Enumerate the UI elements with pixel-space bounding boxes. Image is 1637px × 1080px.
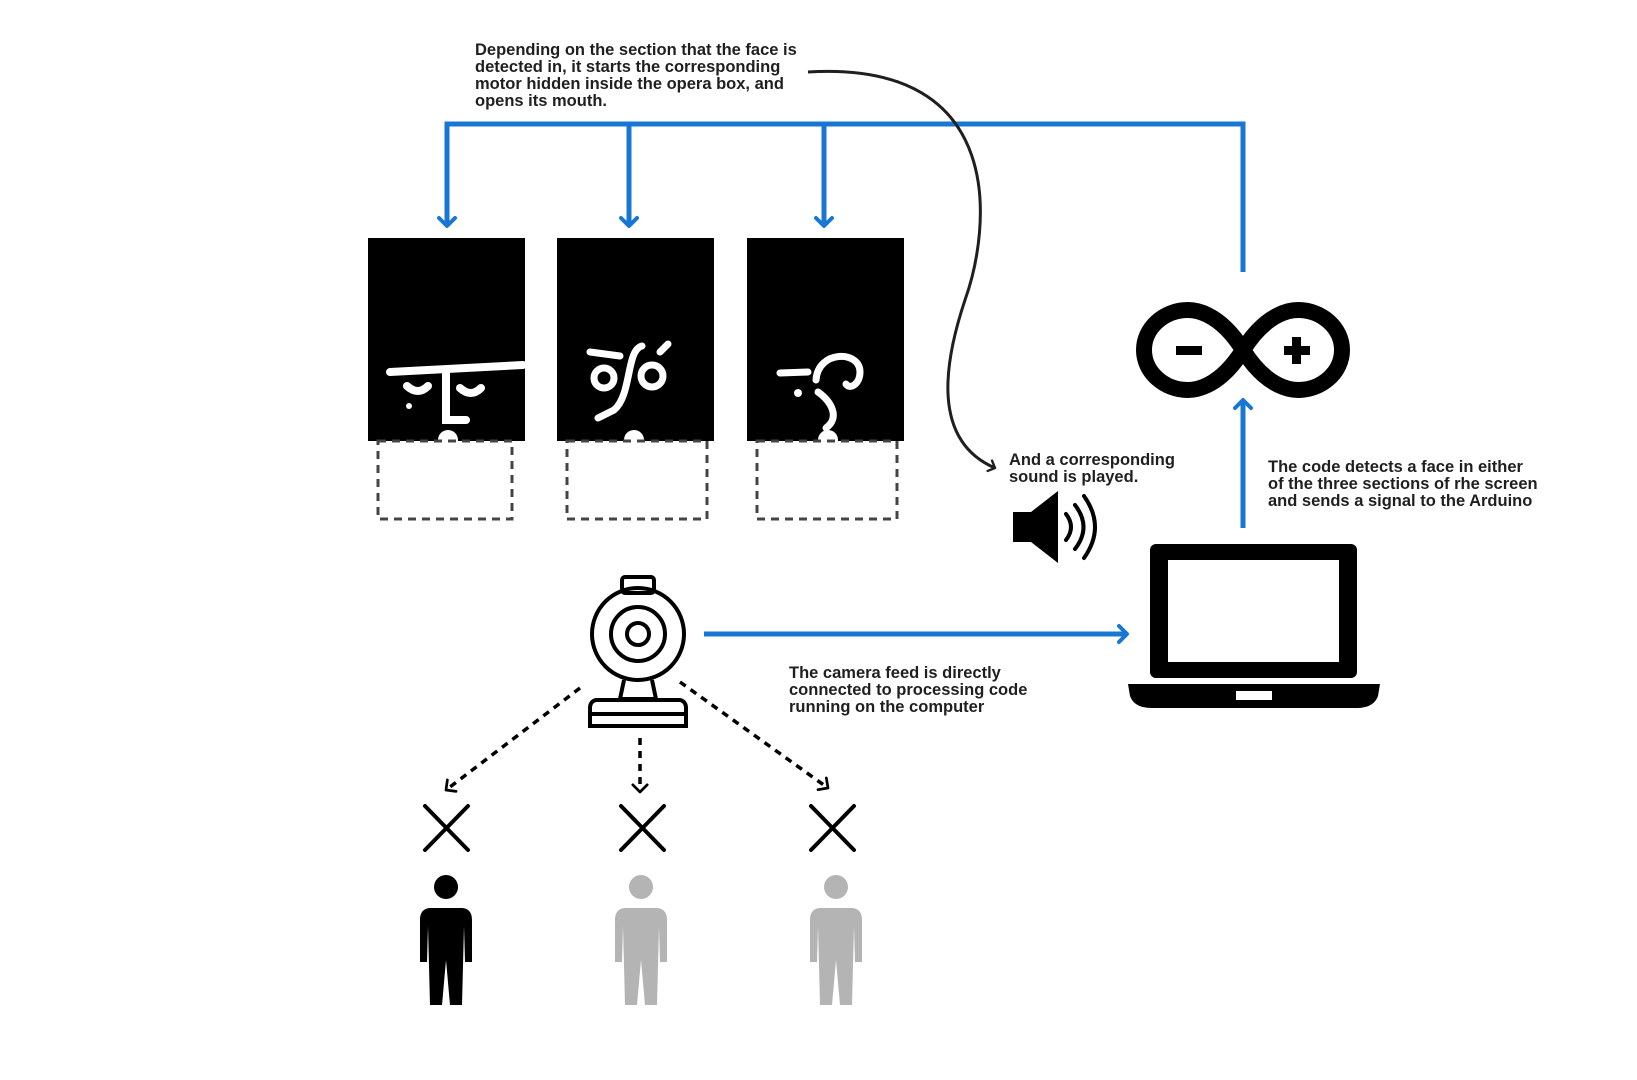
arduino-infinity-loop — [1136, 302, 1350, 398]
annotation-curve-arrow — [807, 69, 997, 473]
motor-annotation-line-1: Depending on the section that the face i… — [475, 41, 797, 59]
opera-box-3-hidden-motor-outline — [755, 439, 899, 521]
person-head — [434, 875, 458, 899]
laptop-icon — [1128, 544, 1380, 708]
camera-annotation-line-3: running on the computer — [789, 698, 985, 716]
person-body — [420, 908, 472, 1005]
opera-box-2 — [557, 238, 714, 521]
opera-box-2-face-panel — [557, 238, 714, 441]
opera-box-3-face-panel — [747, 238, 904, 441]
person-head — [629, 875, 653, 899]
laptop-trackpad — [1236, 691, 1272, 700]
signal-bus — [437, 121, 1246, 272]
opera-box-3 — [747, 238, 904, 521]
sound-annotation: And a corresponding sound is played. — [1009, 452, 1175, 486]
camera-annotation-line-1: The camera feed is directly — [789, 664, 1001, 682]
speaker-cone — [1013, 491, 1058, 563]
people-row — [420, 875, 862, 1005]
camera-annotation: The camera feed is directly connected to… — [789, 665, 1027, 716]
arduino-to-bus-line — [437, 121, 1246, 272]
webcam-icon — [588, 575, 688, 728]
person-icon-2 — [615, 875, 667, 1005]
webcam-base — [588, 698, 688, 728]
detection-arrow-right — [678, 680, 830, 792]
person-body — [615, 908, 667, 1005]
arduino-annotation-line-3: and sends a signal to the Arduino — [1268, 492, 1533, 510]
speaker-wave-3 — [1082, 494, 1097, 560]
person-icon-1 — [420, 875, 472, 1005]
detection-zone-markers — [423, 804, 856, 852]
opera-box-1-hidden-motor-outline — [376, 439, 514, 521]
detection-arrow-left — [444, 686, 582, 793]
webcam-top-tab — [620, 575, 656, 595]
arduino-annotation: The code detects a face in either of the… — [1268, 459, 1538, 510]
x-mark-icon-2 — [619, 804, 666, 852]
motor-annotation-line-4: opens its mouth. — [475, 92, 607, 110]
arduino-infinity-logo — [1136, 302, 1350, 398]
motor-annotation: Depending on the section that the face i… — [475, 42, 797, 110]
camera-annotation-line-2: connected to processing code — [789, 681, 1028, 699]
sound-annotation-line-1: And a corresponding — [1009, 451, 1175, 469]
detection-arrows — [444, 680, 830, 794]
webcam-middle-ring — [609, 605, 667, 663]
speaker-wave-1 — [1064, 512, 1073, 542]
x-mark-icon-1 — [423, 804, 470, 852]
opera-face-2 — [586, 340, 672, 450]
sound-annotation-line-2: sound is played. — [1009, 468, 1139, 486]
arduino-minus-sign — [1176, 346, 1202, 355]
motor-annotation-line-2: detected in, it starts the corresponding — [475, 58, 781, 76]
arduino-annotation-line-1: The code detects a face in either — [1268, 458, 1523, 476]
person-body — [810, 908, 862, 1005]
webcam-lens — [625, 621, 651, 647]
speaker-icon — [1013, 491, 1097, 563]
laptop-screen — [1168, 560, 1339, 662]
opera-box-1 — [368, 238, 527, 521]
webcam-outer-ring — [590, 586, 686, 682]
opera-box-2-hidden-motor-outline — [565, 439, 709, 521]
x-mark-icon-3 — [809, 804, 856, 852]
arduino-annotation-line-2: of the three sections of rhe screen — [1268, 475, 1538, 493]
motor-annotation-line-3: motor hidden inside the opera box, and — [475, 75, 784, 93]
person-head — [824, 875, 848, 899]
webcam-stand — [617, 679, 659, 701]
person-icon-3 — [810, 875, 862, 1005]
arduino-plus-vertical — [1292, 337, 1301, 364]
opera-face-3 — [776, 353, 864, 450]
speaker-wave-2 — [1073, 503, 1086, 551]
